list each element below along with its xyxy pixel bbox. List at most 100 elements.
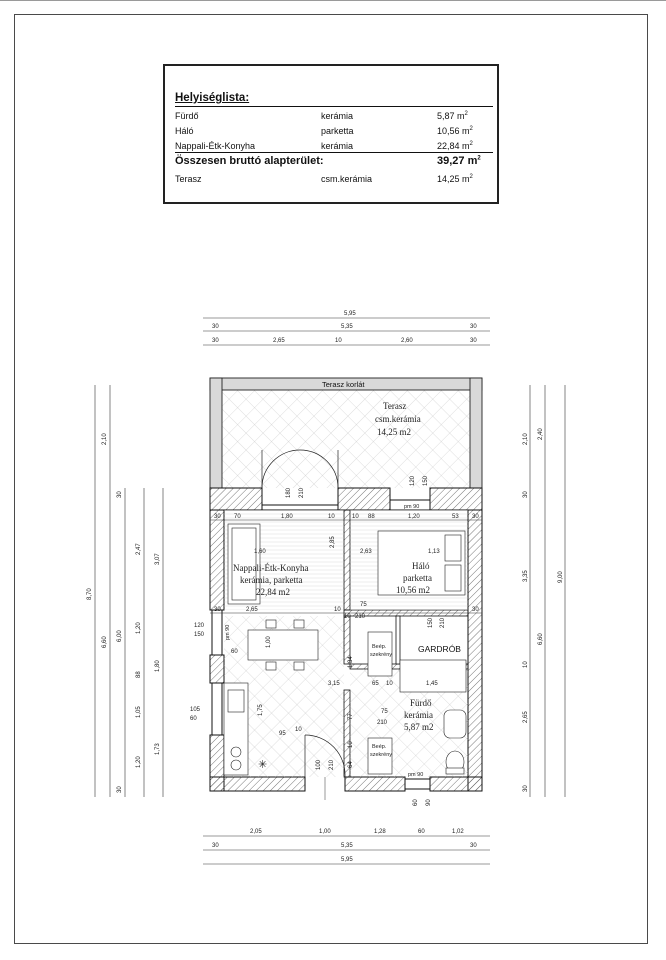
room-name: Fürdő [175,111,199,121]
living-material: kerámia, parketta [240,575,302,585]
builtin-label: szekrény [370,752,392,758]
living-name: Nappali-Étk-Konyha [233,563,308,573]
sofa [227,523,261,605]
dim-right: 2,40 [538,428,544,440]
dim-int: 10 [334,607,341,613]
room-name: Háló [175,126,194,136]
dim-vertical: 10 [348,741,354,748]
window-bottom-width: 60 [413,799,419,806]
wardrobe-dim: 65 [372,681,379,687]
dim-right: 3,35 [523,570,529,582]
window-width: 120 [410,475,416,486]
wardrobe-label: GARDRÓB [418,644,461,654]
dim-left: 88 [136,671,142,678]
builtin-wardrobe [367,631,467,775]
dim-right: 30 [523,785,529,792]
living-area: 22,84 m2 [256,587,290,597]
window-left-width: 120 [194,623,205,629]
kitchen-counter [223,682,249,776]
kitchen-dim: 105 [190,707,201,713]
dim-vertical: 77 [348,713,354,720]
dim-top: 2,60 [401,338,413,344]
top-rule [0,0,666,1]
dim-left: 30 [117,786,123,793]
dim-vertical: 2,85 [330,536,336,548]
builtin-label: Beép. [372,744,387,750]
bottom-dimensions [203,835,490,865]
room-row-bedroom: Háló parketta 10,56 m2 [175,126,495,141]
table-length: 1,00 [266,636,272,648]
total-rule [175,152,493,153]
dim-bottom: 2,05 [250,829,262,835]
wardrobe-dim: 1,45 [426,681,438,687]
dim-top: 5,35 [341,324,353,330]
dim-right: 10 [523,661,529,668]
dim-small: 64 [348,761,354,768]
bed [377,530,466,596]
sofa-length: 1,60 [254,549,266,555]
page-frame [14,14,648,944]
dim-bottom-total: 5,95 [341,857,353,863]
room-material: parketta [321,126,354,136]
dim-right: 30 [523,491,529,498]
dim-right: 9,00 [558,571,564,583]
dim-int: 30 [214,514,221,520]
dim-top: 10 [335,338,342,344]
dining-table [247,619,319,671]
dim-int: 30 [472,514,479,520]
door-height: 210 [299,487,305,498]
terrace [209,377,483,489]
dim-int: 210 [440,617,446,628]
dim-int: 10 [344,614,351,620]
dim-int: 210 [355,614,366,620]
wardrobe-dim: 3,15 [328,681,340,687]
room-material: csm.kerámia [321,174,373,184]
entry-door-width: 100 [316,759,322,770]
dim-int: 1,80 [281,514,293,520]
dim-left: 1,80 [155,660,161,672]
dim-int: 1,20 [408,514,420,520]
dim-int: 75 [360,602,367,608]
bed-dim: 1,13 [428,549,440,555]
room-list-title-rule [175,106,493,107]
room-row-terrace: Terasz csm.kerámia 14,25 m2 [175,174,495,189]
dim-bottom: 1,00 [319,829,331,835]
bathroom-fixtures [443,709,467,775]
door-width: 180 [286,487,292,498]
dim-left: 1,20 [136,756,142,768]
dim-bottom: 5,35 [341,843,353,849]
room-list-table: Helyiséglista: Fürdő kerámia 5,87 m2 Hál… [163,64,499,204]
dim-int: 10 [328,514,335,520]
dim-left: 6,60 [102,636,108,648]
wardrobe-dim: 1,34 [348,656,354,668]
total-label: Összesen bruttó alapterület: [175,155,324,167]
terrace-name: Terasz [383,401,406,411]
bedroom-name: Háló [412,561,430,571]
bath-door-width: 75 [381,709,388,715]
window-sill-top: pm 90 [404,504,419,510]
dim-left: 6,00 [117,630,123,642]
dim-left: 30 [117,491,123,498]
room-row-bath: Fürdő kerámia 5,87 m2 [175,111,495,126]
dim-top: 2,65 [273,338,285,344]
top-dimensions [203,317,490,346]
room-area: 22,84 m2 [437,141,473,151]
room-material: kerámia [321,141,354,151]
builtin-label: Beép. [372,644,387,650]
exterior-walls [209,487,483,792]
dim-left: 2,10 [102,433,108,445]
total-row: Összesen bruttó alapterület: 39,27 m2 [175,155,495,170]
room-name: Nappali-Étk-Konyha [175,141,256,151]
room-material: kerámia [321,111,354,121]
interior-dim-row [210,519,482,614]
dim-right: 6,60 [538,633,544,645]
dim-right: 2,10 [523,433,529,445]
room-row-living: Nappali-Étk-Konyha kerámia 22,84 m2 [175,141,495,156]
bedroom-material: parketta [403,573,432,583]
dim-int: 53 [452,514,459,520]
terrace-door [261,449,339,489]
terrace-area: 14,25 m2 [377,427,411,437]
dim-top-total: 5,95 [344,311,356,317]
dim-top: 30 [212,338,219,344]
